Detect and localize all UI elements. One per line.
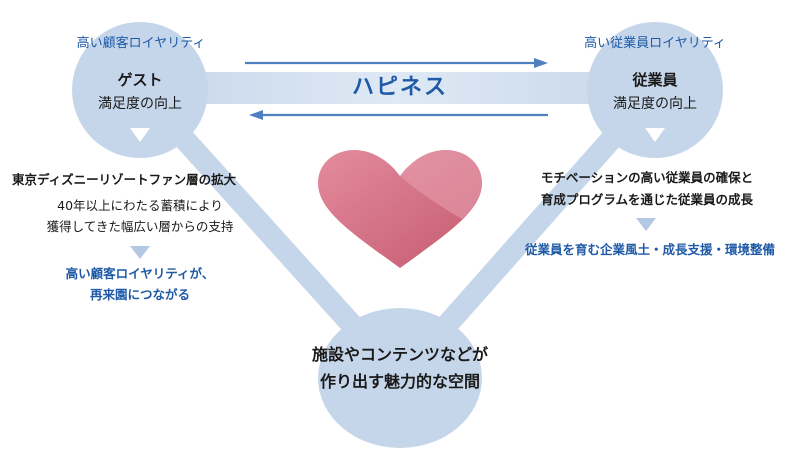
employee-loyalty-label: 高い従業員ロイヤリティ	[584, 36, 726, 51]
band-happiness	[140, 72, 655, 104]
guest-loyalty-label: 高い顧客ロイヤリティ	[76, 36, 206, 51]
happiness-label: ハピネス	[351, 75, 448, 100]
employee-subtitle: 満足度の向上	[613, 96, 697, 112]
left-down-triangle	[130, 246, 150, 259]
right-heading-line-2: 育成プログラムを通じた従業員の成長	[540, 192, 754, 207]
space-line-1: 施設やコンテンツなどが	[311, 345, 488, 364]
arrow-right	[245, 58, 548, 68]
space-circle	[318, 308, 482, 448]
left-heading: 東京ディズニーリゾートファン層の拡大	[12, 172, 237, 187]
right-heading-line-1: モチベーションの高い従業員の確保と	[540, 170, 754, 185]
employee-title: 従業員	[632, 71, 678, 89]
arrow-left	[249, 110, 548, 120]
guest-subtitle: 満足度の向上	[98, 96, 182, 112]
employee-down-triangle	[645, 128, 665, 142]
employee-circle	[587, 22, 723, 158]
space-line-2: 作り出す魅力的な空間	[319, 372, 480, 391]
left-body-line-1: 40年以上にわたる蓄積により	[57, 198, 223, 213]
guest-down-triangle	[130, 128, 150, 142]
right-result: 従業員を育む企業風土・成長支援・環境整備	[524, 242, 775, 257]
heart-icon	[318, 150, 482, 268]
right-down-triangle	[636, 218, 656, 231]
left-body-line-2: 獲得してきた幅広い層からの支持	[46, 219, 234, 234]
guest-circle	[72, 22, 208, 158]
guest-title: ゲスト	[117, 71, 163, 89]
left-result-line-2: 再来園につながる	[89, 287, 190, 302]
left-result-line-1: 高い顧客ロイヤリティが、	[65, 266, 215, 281]
